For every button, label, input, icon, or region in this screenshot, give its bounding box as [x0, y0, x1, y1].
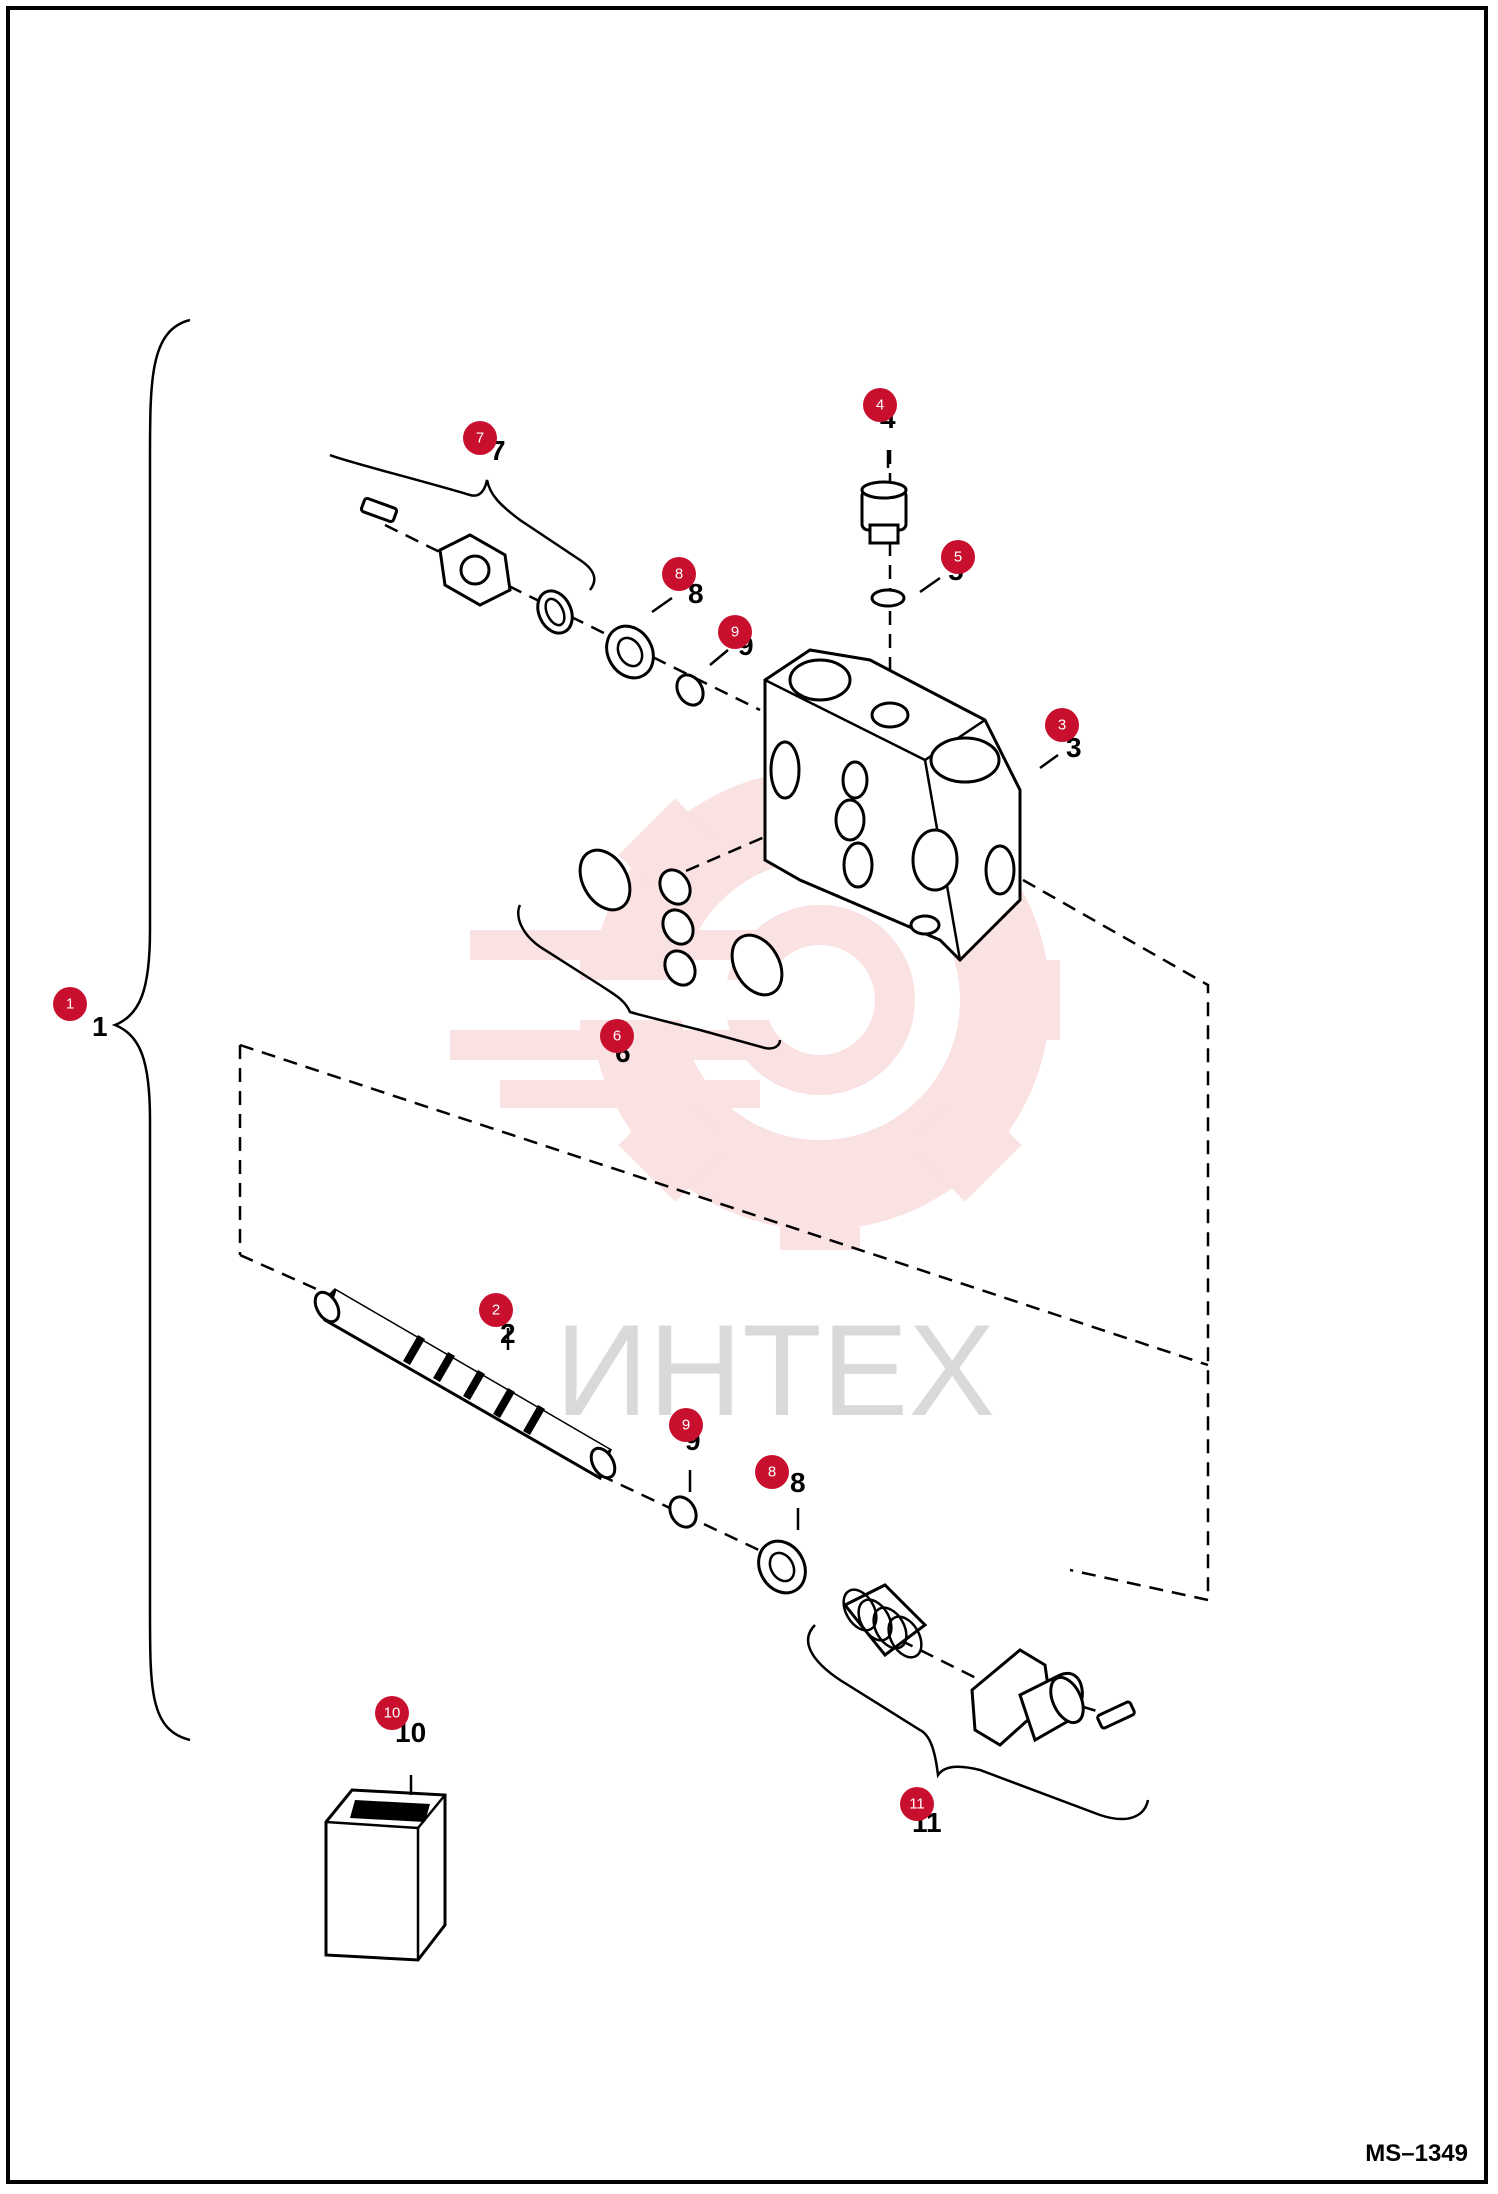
group-11-brace: [806, 1624, 1150, 1821]
callout-7-label: 7: [476, 430, 484, 447]
callout-10-label: 10: [384, 1705, 401, 1722]
part-8-washer-top-hole: [616, 636, 644, 668]
part-number-2: 2: [500, 1318, 516, 1349]
part-number-8-bottom: 8: [790, 1467, 806, 1498]
callout-6-label: 6: [613, 1028, 621, 1045]
callout-7[interactable]: 7: [463, 421, 497, 455]
watermark-text: ИНТЕХ: [555, 1297, 995, 1443]
figure-code: MS–1349: [1365, 2140, 1468, 2167]
part-8-washer-bottom-hole: [768, 1551, 796, 1583]
callout-1-label: 1: [66, 996, 74, 1013]
callout-2[interactable]: 2: [479, 1293, 513, 1327]
part-number-8-top: 8: [688, 578, 704, 609]
callout-1[interactable]: 1: [53, 987, 87, 1021]
callout-5[interactable]: 5: [941, 540, 975, 574]
group-6-brace: [517, 904, 782, 1050]
part-2-spool: [313, 1288, 617, 1481]
callout-5-label: 5: [954, 549, 962, 566]
callout-9-bottom[interactable]: 9: [669, 1408, 703, 1442]
part-8-washer-top: [605, 624, 655, 680]
part-10-seal-kit: [324, 1788, 447, 1962]
callout-11[interactable]: 11: [900, 1787, 934, 1821]
part-7-cap-assembly: [359, 496, 574, 635]
spool-dash-box: [238, 878, 1210, 1602]
part-9-oring-bottom: [668, 1495, 698, 1529]
callout-3-label: 3: [1058, 717, 1066, 734]
part-9-oring-top: [675, 673, 705, 707]
part-4-plug: [860, 480, 908, 545]
callout-10[interactable]: 10: [375, 1696, 409, 1730]
part-number-1: 1: [92, 1011, 108, 1042]
assembly-brace: [111, 318, 191, 1742]
part-5-oring: [870, 588, 906, 608]
part-6-oring-set: [578, 848, 784, 997]
part-3-valve-body: [763, 648, 1022, 963]
callout-8-bottom-label: 8: [768, 1464, 776, 1481]
callout-9-top[interactable]: 9: [718, 615, 752, 649]
callout-6[interactable]: 6: [600, 1019, 634, 1053]
callout-8-top[interactable]: 8: [662, 557, 696, 591]
page-frame: [6, 6, 1488, 2184]
part-8-washer-bottom: [757, 1539, 807, 1595]
callout-3[interactable]: 3: [1045, 708, 1079, 742]
callout-2-label: 2: [492, 1302, 500, 1319]
callout-8-bottom[interactable]: 8: [755, 1455, 789, 1489]
leader-lines: [409, 450, 1059, 1795]
callout-9-bottom-label: 9: [682, 1417, 690, 1434]
callout-9-top-label: 9: [731, 624, 739, 641]
callout-8-top-label: 8: [675, 566, 683, 583]
callout-4-label: 4: [876, 397, 884, 414]
part-11-spring-cap-assembly: [842, 1583, 1136, 1747]
group-7-brace: [329, 453, 596, 591]
callout-11-label: 11: [909, 1796, 925, 1813]
callout-4[interactable]: 4: [863, 388, 897, 422]
